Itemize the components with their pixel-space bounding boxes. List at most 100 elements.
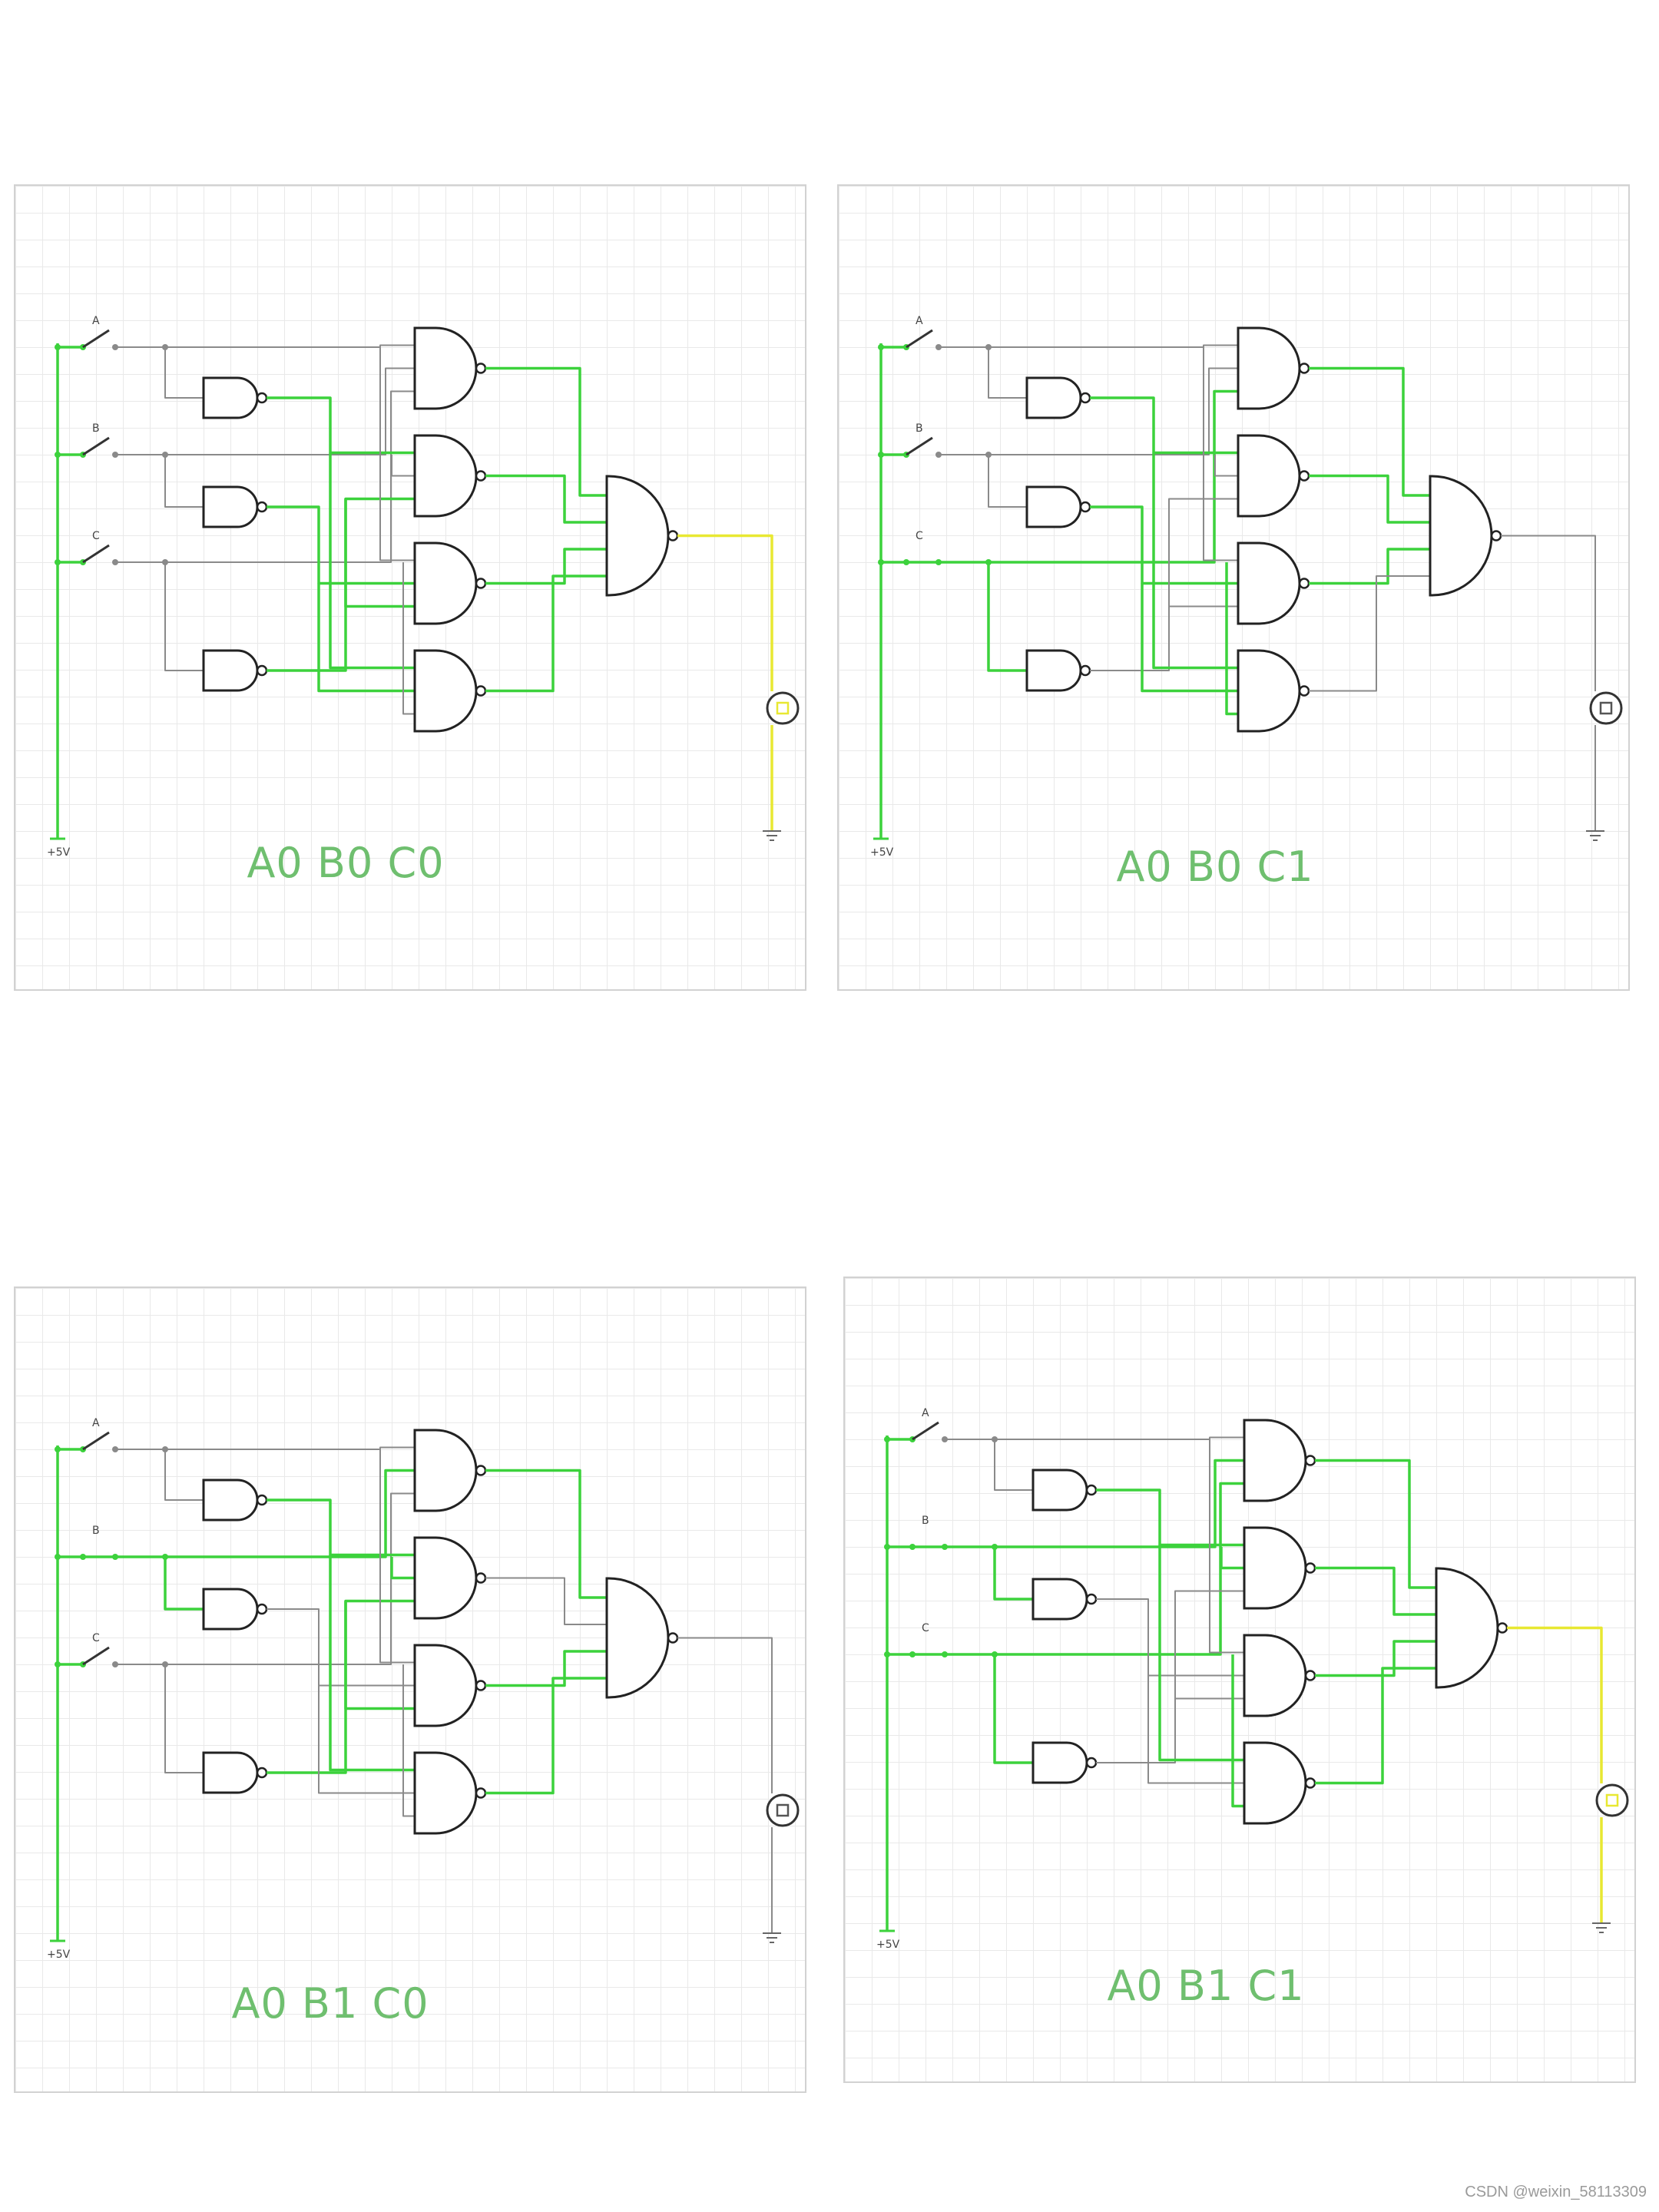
nand-gate-4 [1243,1741,1307,1825]
g2-in-na [1090,396,1238,455]
inverter-input [164,1664,204,1773]
g1-in-a [165,1446,415,1450]
inversion-bubble [1079,501,1091,513]
g2-to-final [485,1577,607,1625]
junction-dot [55,559,61,565]
inverter-b [202,485,259,528]
g3-in-nc [1174,1591,1244,1700]
junction-dot [55,1661,61,1667]
g4-in-nb [1147,1675,1244,1784]
switch-open [82,544,110,564]
junction-dot [55,1446,61,1452]
switch-label-c: C [922,1622,929,1634]
inverter-a [202,1479,259,1522]
nand-gate-3 [413,1644,478,1727]
g1-in-b [165,1469,415,1558]
g1-in-b [995,1459,1244,1548]
nand-gate-2 [1243,1526,1307,1610]
inverter-input [164,1557,204,1611]
junction-dot [55,344,61,350]
switch-open [82,436,110,456]
nand-gate-2 [1237,434,1301,518]
inversion-bubble [256,1494,268,1506]
inversion-bubble [667,1632,679,1644]
junction-dot [884,1651,890,1657]
inverter-b [202,1588,259,1631]
inversion-bubble [1304,1777,1316,1789]
g3-to-final [1309,548,1430,585]
inverter-c [1025,649,1082,692]
output-wire [677,534,773,691]
output-wire [677,1637,773,1793]
inversion-bubble [1085,1757,1098,1769]
g2-in-b [1214,455,1238,477]
g3-in-nc [344,1601,415,1710]
inverter-input [164,455,204,508]
g2-to-final [1315,1566,1436,1616]
nand-gate-3 [1243,1634,1307,1717]
junction-dot [884,1436,890,1442]
g1-in-a [995,1436,1244,1440]
inversion-bubble [475,1465,487,1476]
lamp-indicator [766,1793,800,1827]
switch-label-b: B [92,1525,100,1537]
inverter-b [1025,485,1082,528]
g1-in-c [988,389,1238,564]
output-wire [1507,1626,1603,1783]
final-nand-gate [1429,475,1493,597]
inverter-c [1031,1741,1088,1784]
g1-to-final [1315,1459,1436,1589]
g3-in-nb [267,505,415,585]
g3-in-nb [1090,505,1238,585]
switch-label-b: B [92,422,100,435]
g2-in-nc [1096,1590,1244,1763]
junction-dot [884,1544,890,1550]
inversion-bubble [1079,392,1091,404]
supply-label: +5V [47,846,71,859]
junction-dot [55,452,61,458]
switch-open [906,329,933,349]
inversion-bubble [1298,685,1310,697]
watermark: CSDN @weixin_58113309 [1465,2184,1647,2200]
junction-dot [878,452,884,458]
g4-in-na [1158,1545,1244,1762]
g3-in-a [1209,1437,1244,1654]
g2-in-b [391,455,415,477]
switch-label-b: B [922,1515,929,1527]
inversion-bubble [256,1603,268,1615]
g4-in-nb [317,583,415,693]
g4-in-c [402,562,415,715]
inverter-c [202,649,259,692]
nand-gate-1 [1237,326,1301,410]
g3-in-nc [1168,498,1238,608]
g4-to-final [1315,1667,1436,1785]
g2-in-na [1096,1488,1244,1547]
inverter-input [988,347,1027,399]
panel-label: A0 B1 C0 [231,1979,429,2028]
inverter-input [164,347,204,399]
lamp-filament [1599,701,1613,715]
nand-gate-4 [413,1751,478,1835]
nand-gate-1 [1243,1419,1307,1502]
switch-label-a: A [92,315,100,327]
inversion-bubble [475,1680,487,1691]
g4-to-final [485,575,607,693]
inversion-bubble [475,1787,487,1799]
junction-dot [878,559,884,565]
panel-label: A0 B0 C0 [247,839,445,887]
g4-in-na [329,452,415,670]
g2-in-na [267,1498,415,1557]
switch-label-c: C [92,530,100,542]
inversion-bubble [475,685,487,697]
inverter-a [202,376,259,419]
inversion-bubble [1496,1622,1508,1634]
inversion-bubble [1304,1670,1316,1681]
nand-gate-1 [413,326,478,410]
inversion-bubble [1490,530,1502,541]
inverter-b [1031,1578,1088,1621]
g3-to-final [1315,1640,1436,1677]
g1-to-final [1309,366,1430,497]
